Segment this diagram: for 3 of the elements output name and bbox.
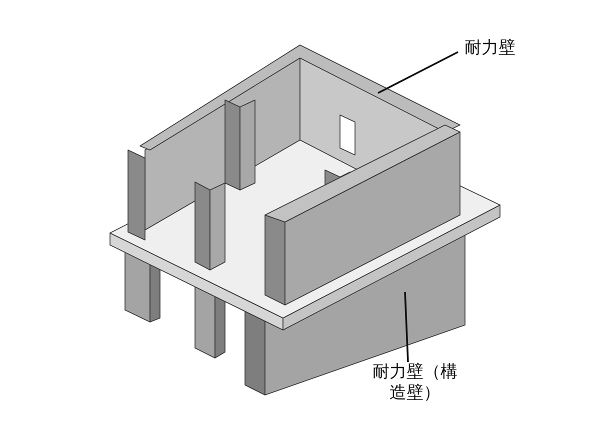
wall-label: 耐力壁 [458, 38, 522, 60]
wall-label: 耐力壁（構造壁） [370, 362, 460, 404]
leader-line [378, 51, 458, 94]
